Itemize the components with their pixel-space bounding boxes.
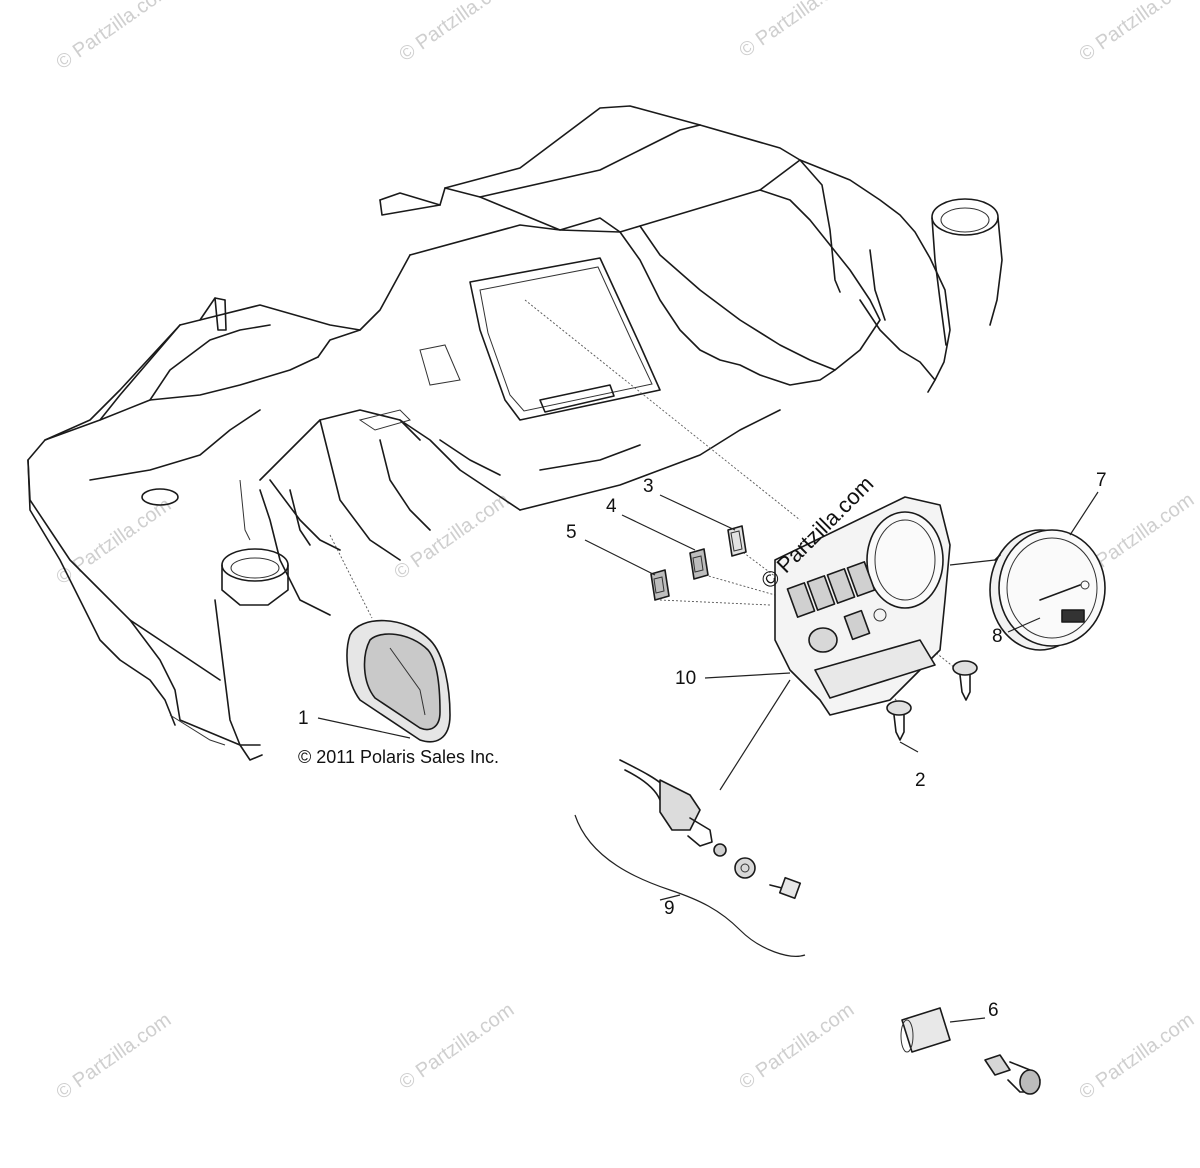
watermark-text: © Partzilla.com [1075,0,1198,66]
callout-9: 9 [664,898,675,919]
watermark-text: © Partzilla.com [52,1009,175,1104]
watermark-text: © Partzilla.com [390,489,513,584]
callout-3: 3 [643,476,654,497]
leader-lines [317,491,1099,1023]
part-2-rivets [886,660,978,741]
part-4-rocker-switch [689,548,709,580]
watermark-text: © Partzilla.com [735,999,858,1094]
part-5-rocker-switch [650,569,670,601]
part-1-grab-handle [346,619,451,743]
dashboard-body [27,105,1003,761]
callout-labels: 1 2 3 4 5 6 7 8 9 10 [298,470,1107,1021]
part-9-ignition-switch [574,759,806,957]
callout-2: 2 [915,770,926,791]
watermark-text: © Partzilla.com [52,0,175,74]
watermark-text: © Partzilla.com [395,999,518,1094]
part-10-instrument-bezel [774,496,951,716]
watermark-text: © Partzilla.com [52,494,175,589]
part-7-speedometer [989,529,1106,651]
watermark-text: © Partzilla.com [1075,1009,1198,1104]
part-6-power-outlet [900,1007,1041,1095]
callout-1: 1 [298,708,309,729]
callout-8: 8 [992,626,1003,647]
copyright-notice: © 2011 Polaris Sales Inc. [298,747,499,767]
callout-6: 6 [988,1000,999,1021]
part-3-switch-cover [727,525,747,557]
watermark-text: © Partzilla.com [735,0,858,62]
callout-5: 5 [566,522,577,543]
watermark-text: © Partzilla.com [395,0,518,66]
callout-10: 10 [675,668,696,689]
callout-7: 7 [1096,470,1107,491]
callout-4: 4 [606,496,617,517]
